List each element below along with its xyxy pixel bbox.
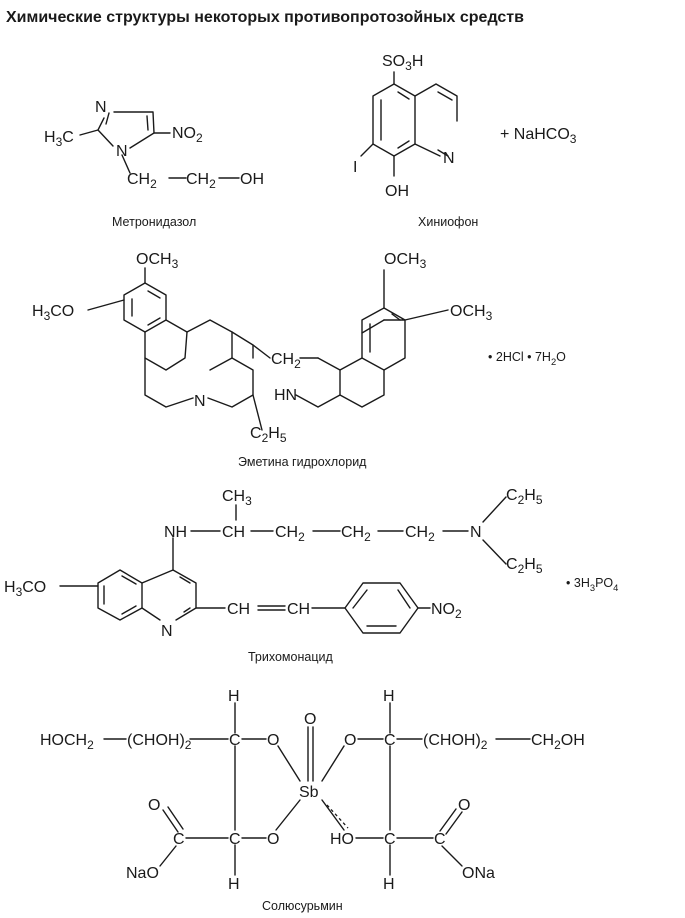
trichomonacid-caption: Трихомонацид [248,650,333,664]
solusurmin-hoch2: HOCH2 [40,732,94,752]
trichomonacid-ch3: CH3 [222,488,252,508]
metronidazole-n-top: N [95,99,107,116]
solusurmin-o-double-left: O [148,797,160,814]
trichomonacid-c2h5-2: C2H5 [506,556,543,576]
emetine-h3co: H3CO [32,303,74,323]
trichomonacid-ch2-3: CH2 [405,524,435,544]
solusurmin-ona: ONa [462,865,495,882]
chiniofon-oh: OH [385,183,409,200]
emetine-structure: OCH3 H3CO N CH2 HN OCH3 OCH3 C2H5 • 2HCl… [32,251,566,469]
emetine-caption: Эметина гидрохлорид [238,455,367,469]
metronidazole-ch2-b: CH2 [186,171,216,191]
metronidazole-oh: OH [240,171,264,188]
solusurmin-o-double-right: O [458,797,470,814]
solusurmin-o-left: O [267,732,279,749]
solusurmin-structure: H H HOCH2 (CHOH)2 C O O Sb O C (CHOH)2 C… [40,688,585,913]
trichomonacid-structure: CH3 NH CH CH2 CH2 CH2 N C2H5 C2H5 H3CO N… [4,487,618,664]
solusurmin-sb: Sb [299,784,319,801]
emetine-hn: HN [274,387,297,404]
chiniofon-so3h: SO3H [382,53,423,73]
solusurmin-o-bottom-left: O [267,831,279,848]
solusurmin-choh2-left: (CHOH)2 [127,732,192,752]
solusurmin-caption: Солюсурьмин [262,899,343,913]
emetine-n: N [194,393,206,410]
solusurmin-c-carboxyl-left: C [173,831,185,848]
solusurmin-c-bottom-left: C [229,831,241,848]
trichomonacid-ch-1: CH [227,601,250,618]
solusurmin-h-bottom-right: H [383,876,395,893]
solusurmin-choh2-right: (CHOH)2 [423,732,488,752]
trichomonacid-ch: CH [222,524,245,541]
trichomonacid-salt: • 3H3PO4 [566,576,618,593]
chiniofon-caption: Хиниофон [418,215,478,229]
metronidazole-caption: Метронидазол [112,215,196,229]
emetine-och3-right-top: OCH3 [384,251,427,271]
solusurmin-ho: HO [330,831,354,848]
emetine-c2h5: C2H5 [250,425,287,445]
solusurmin-c-right: C [384,732,396,749]
solusurmin-h-top-right: H [383,688,395,705]
trichomonacid-h3co: H3CO [4,579,46,599]
emetine-salt: • 2HCl • 7H2O [488,350,566,367]
chiniofon-n: N [443,150,455,167]
metronidazole-no2: NO2 [172,125,203,145]
solusurmin-c-carboxyl-right: C [434,831,446,848]
trichomonacid-nh: NH [164,524,187,541]
chiniofon-additive: + NaHCO3 [500,126,577,146]
trichomonacid-ch2-1: CH2 [275,524,305,544]
solusurmin-c-left: C [229,732,241,749]
metronidazole-ch2-a: CH2 [127,171,157,191]
trichomonacid-n-amine: N [470,524,482,541]
emetine-ch2: CH2 [271,351,301,371]
trichomonacid-ch-2: CH [287,601,310,618]
trichomonacid-no2: NO2 [431,601,462,621]
page-title: Химические структуры некоторых противопр… [6,9,524,26]
trichomonacid-ch2-2: CH2 [341,524,371,544]
emetine-och3-top: OCH3 [136,251,179,271]
solusurmin-h-bottom-left: H [228,876,240,893]
metronidazole-structure: N N H3C NO2 CH2 CH2 OH Метронидазол [44,99,264,229]
trichomonacid-n-ring: N [161,623,173,640]
solusurmin-c-bottom-right: C [384,831,396,848]
chiniofon-structure: SO3H I OH N + NaHCO3 Хиниофон [353,53,577,229]
metronidazole-n-ring: N [116,143,128,160]
solusurmin-o-right: O [344,732,356,749]
solusurmin-ch2oh: CH2OH [531,732,585,752]
emetine-och3-right: OCH3 [450,303,493,323]
trichomonacid-c2h5-1: C2H5 [506,487,543,507]
solusurmin-o-top: O [304,711,316,728]
chiniofon-iodine: I [353,159,357,176]
solusurmin-h-top-left: H [228,688,240,705]
solusurmin-nao: NaO [126,865,159,882]
metronidazole-h3c: H3C [44,129,74,149]
